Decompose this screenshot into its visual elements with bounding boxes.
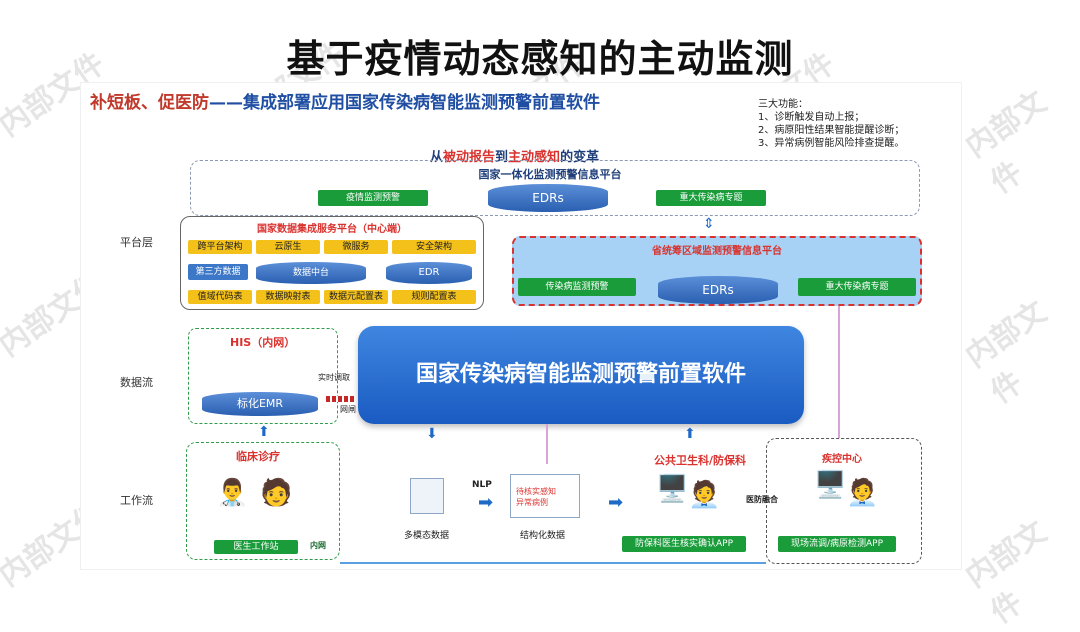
subtitle-prefix: 补短板、促医防	[90, 93, 209, 113]
national-platform-box	[190, 160, 920, 216]
third-party-data: 第三方数据	[188, 264, 248, 280]
data-hub-box	[180, 216, 484, 310]
core-software-box: 国家传染病智能监测预警前置软件	[358, 326, 804, 424]
pending-label: 待核实感知 异常病例	[516, 486, 556, 508]
computer-icon: 🖥️	[656, 474, 689, 504]
cdc-title: 疾控中心	[822, 454, 862, 465]
layer-label-dataflow: 数据流	[120, 376, 153, 389]
functions-heading: 三大功能：	[758, 99, 808, 110]
functions-list: 三大功能： 1、诊断触发自动上报； 2、病原阳性结果智能提醒诊断； 3、异常病例…	[758, 98, 904, 150]
watermark: 内部文件	[959, 514, 1054, 631]
connector-line	[838, 306, 840, 438]
subtitle-main: 集成部署应用国家传染病智能监测预警前置软件	[243, 93, 600, 113]
integration-label: 医防融合	[746, 495, 778, 504]
doctor-station-label: 医生工作站	[214, 540, 298, 554]
arrow-icon: ⬇	[426, 426, 438, 442]
function-item: 2、病原阳性结果智能提醒诊断；	[758, 125, 905, 136]
provincial-monitoring-button: 传染病监测预警	[518, 278, 636, 296]
shift-caption: 从被动报告到主动感知的变革	[430, 146, 599, 165]
his-title: HIS（内网）	[230, 336, 296, 349]
major-disease-topic-button: 重大传染病专题	[656, 190, 766, 206]
epidemic-monitoring-button: 疫情监测预警	[318, 190, 428, 206]
public-health-title: 公共卫生科/防保科	[654, 454, 747, 467]
clinical-title: 临床诊疗	[236, 450, 280, 463]
layer-label-platform: 平台层	[120, 236, 153, 249]
function-item: 3、异常病例智能风险排查提醒。	[758, 138, 905, 149]
hub-config-item: 规则配置表	[392, 290, 476, 304]
page-title: 基于疫情动态感知的主动监测	[286, 37, 794, 81]
hub-config-item: 值域代码表	[188, 290, 252, 304]
watermark: 内部文件	[959, 84, 1054, 201]
structured-doc-icon	[510, 474, 580, 518]
hub-item: 云原生	[256, 240, 320, 254]
national-platform-title: 国家一体化监测预警信息平台	[478, 168, 622, 181]
staff-icon: 🧑‍💼	[688, 480, 721, 510]
document-stack-icon	[410, 478, 444, 514]
connector-line	[546, 424, 548, 464]
hub-config-item: 数据映射表	[256, 290, 320, 304]
arrow-icon: ➡	[478, 492, 494, 513]
clinical-box	[186, 442, 340, 560]
shift-part: 从	[430, 150, 444, 165]
national-edrs-db: EDRs	[488, 184, 608, 212]
realtime-label: 实时调取	[318, 373, 350, 382]
multimodal-label: 多模态数据	[404, 531, 450, 541]
subtitle-dash: ——	[209, 93, 243, 113]
patient-icon: 🧑	[260, 478, 293, 508]
confirm-app-label: 防保科医生核实确认APP	[622, 536, 746, 552]
staff-icon: 🧑‍💼	[846, 478, 879, 508]
hub-item: 跨平台架构	[188, 240, 252, 254]
shift-part: 到	[495, 150, 509, 165]
subtitle: 补短板、促医防——集成部署应用国家传染病智能监测预警前置软件	[90, 88, 600, 113]
cdc-box	[766, 438, 922, 564]
arrow-icon: ➡	[608, 492, 624, 513]
function-item: 1、诊断触发自动上报；	[758, 112, 865, 123]
shift-passive: 被动报告	[443, 150, 496, 165]
nlp-label: NLP	[472, 480, 492, 490]
cdc-app-label: 现场流调/病原检测APP	[778, 536, 896, 552]
his-box	[188, 328, 338, 424]
provincial-platform-title: 省统筹区域监测预警信息平台	[652, 246, 782, 257]
shift-active: 主动感知	[508, 150, 561, 165]
pending-line: 异常病例	[516, 498, 548, 507]
hub-config-item: 数据元配置表	[324, 290, 388, 304]
arrow-icon: ⇕	[703, 216, 715, 232]
emr-db: 标化EMR	[202, 392, 318, 416]
structured-label: 结构化数据	[520, 531, 566, 541]
computer-icon: 🖥️	[814, 470, 847, 500]
pending-line: 待核实感知	[516, 487, 556, 496]
arrow-icon: ⬆	[684, 426, 696, 442]
arrow-icon: ⬆	[258, 424, 270, 440]
shift-part: 的变革	[560, 150, 600, 165]
hub-item: 安全架构	[392, 240, 476, 254]
provincial-edrs-db: EDRs	[658, 276, 778, 304]
data-hub-db: 数据中台	[256, 262, 366, 284]
watermark: 内部文件	[959, 294, 1054, 411]
doctor-icon: 👨‍⚕️	[216, 478, 249, 508]
provincial-topic-button: 重大传染病专题	[798, 278, 916, 296]
gateway-label: 网闸	[340, 405, 356, 414]
gateway-icon	[326, 396, 356, 402]
hub-item: 微服务	[324, 240, 388, 254]
edr-db: EDR	[386, 262, 472, 284]
data-hub-title: 国家数据集成服务平台（中心端）	[257, 224, 407, 235]
intranet-label: 内网	[310, 541, 326, 550]
layer-label-workflow: 工作流	[120, 494, 153, 507]
connector-line	[340, 562, 766, 564]
